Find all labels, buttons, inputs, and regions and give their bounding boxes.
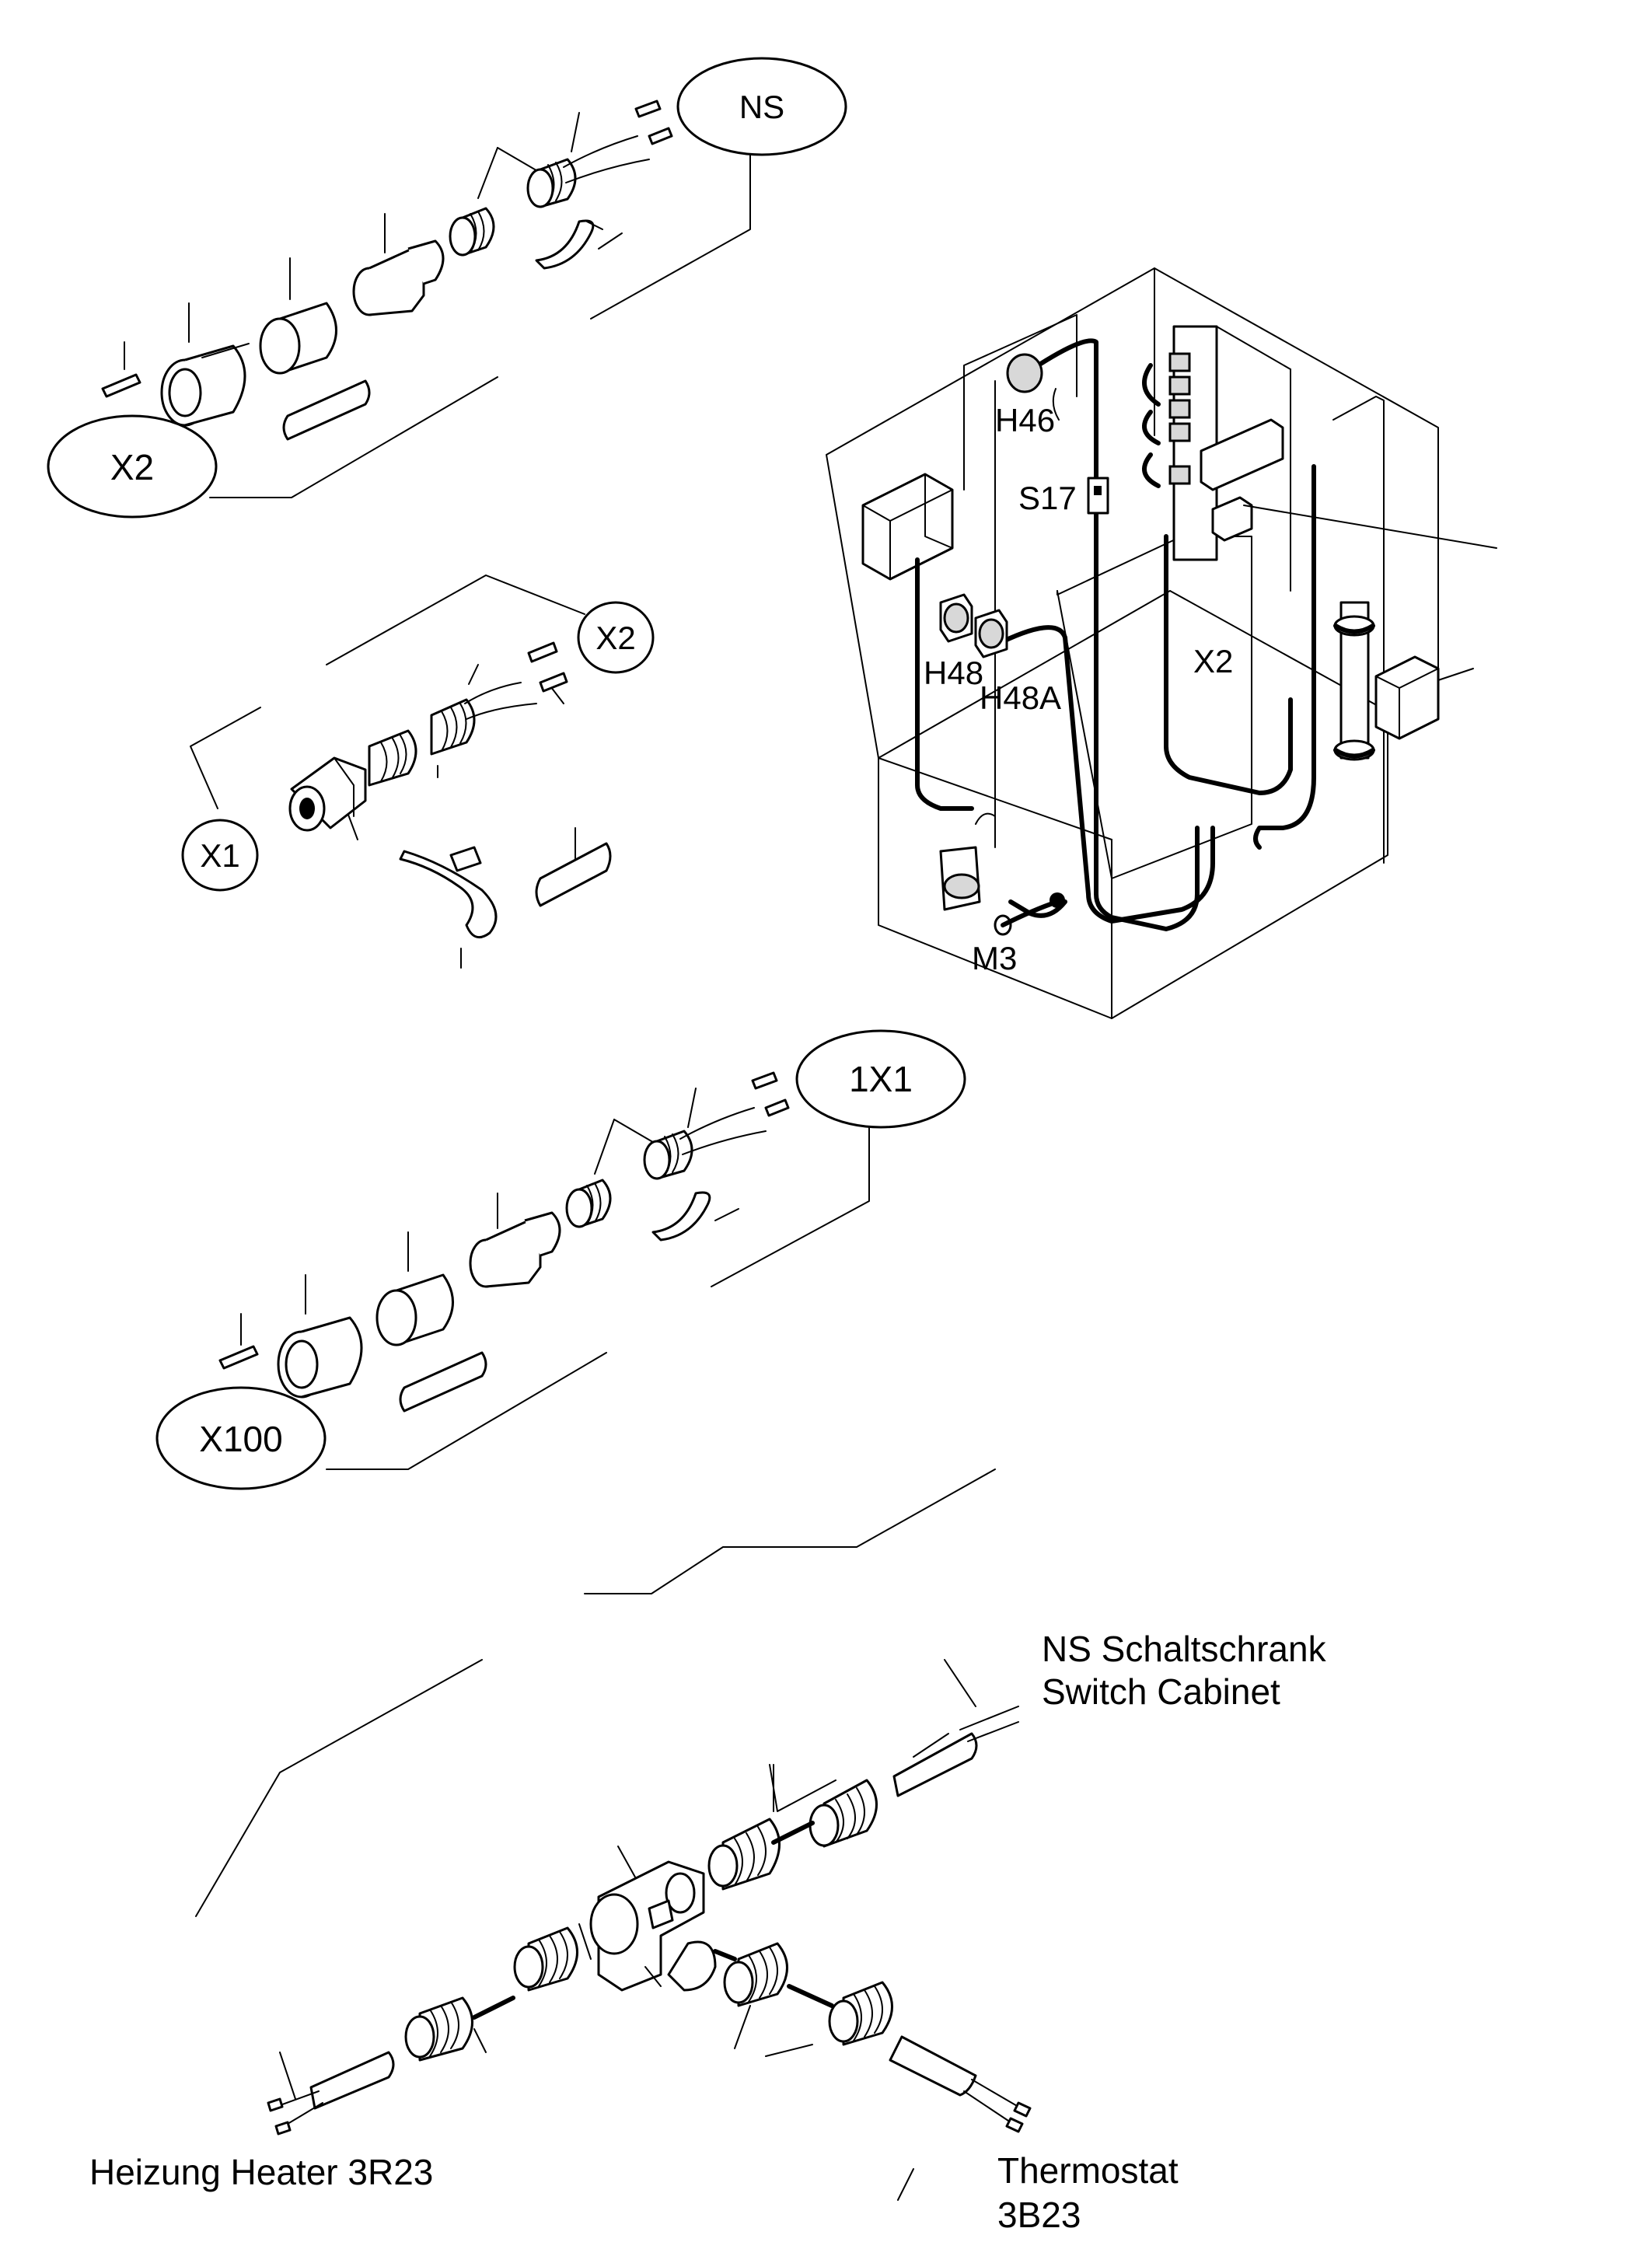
motor-m3 bbox=[939, 812, 1065, 936]
callout-x100-label: X100 bbox=[199, 1419, 282, 1459]
connector-assembly-x100 bbox=[218, 1071, 870, 1470]
callout-x2-top: X2 bbox=[47, 414, 218, 519]
callout-ns-label: NS bbox=[739, 89, 784, 125]
label-h48a: H48A bbox=[980, 679, 1061, 716]
callout-x2-mid: X2 bbox=[577, 601, 655, 674]
horn-h48 bbox=[939, 593, 1008, 658]
caption-ns-cabinet-line2: Switch Cabinet bbox=[1042, 1671, 1280, 1712]
caption-ns-cabinet-line1: NS Schaltschrank bbox=[1042, 1629, 1327, 1669]
callout-x1-label: X1 bbox=[200, 837, 239, 874]
switch-s17 bbox=[1087, 477, 1109, 515]
terminal-blocks bbox=[1142, 352, 1191, 488]
cabinet-labels: H46 S17 H48 H48A X2 M3 bbox=[924, 402, 1233, 976]
callout-1x1: 1X1 bbox=[795, 1029, 966, 1129]
callout-x100: X100 bbox=[155, 1386, 327, 1490]
label-m3: M3 bbox=[972, 940, 1017, 976]
callout-x2-top-label: X2 bbox=[110, 447, 154, 487]
connector-assembly-x2 bbox=[101, 100, 751, 498]
cabinet-3d-view bbox=[826, 267, 1497, 1019]
callout-1x1-label: 1X1 bbox=[849, 1059, 913, 1099]
tee-connector-assembly bbox=[195, 1469, 1032, 2201]
caption-heater: Heizung Heater 3R23 bbox=[89, 2152, 433, 2192]
callout-ns-top: NS bbox=[676, 57, 847, 156]
label-h46: H46 bbox=[995, 402, 1055, 438]
caption-thermostat-line2: 3B23 bbox=[997, 2195, 1081, 2235]
captions: NS Schaltschrank Switch Cabinet Heizung … bbox=[89, 1629, 1327, 2235]
label-h48: H48 bbox=[924, 655, 983, 691]
callout-x1: X1 bbox=[181, 819, 259, 892]
caption-thermostat-line1: Thermostat bbox=[997, 2150, 1179, 2191]
callout-x2-mid-label: X2 bbox=[595, 620, 635, 656]
label-x2-cabinet: X2 bbox=[1193, 643, 1233, 679]
connector-assembly-x1 bbox=[190, 574, 612, 969]
label-s17: S17 bbox=[1018, 480, 1077, 516]
